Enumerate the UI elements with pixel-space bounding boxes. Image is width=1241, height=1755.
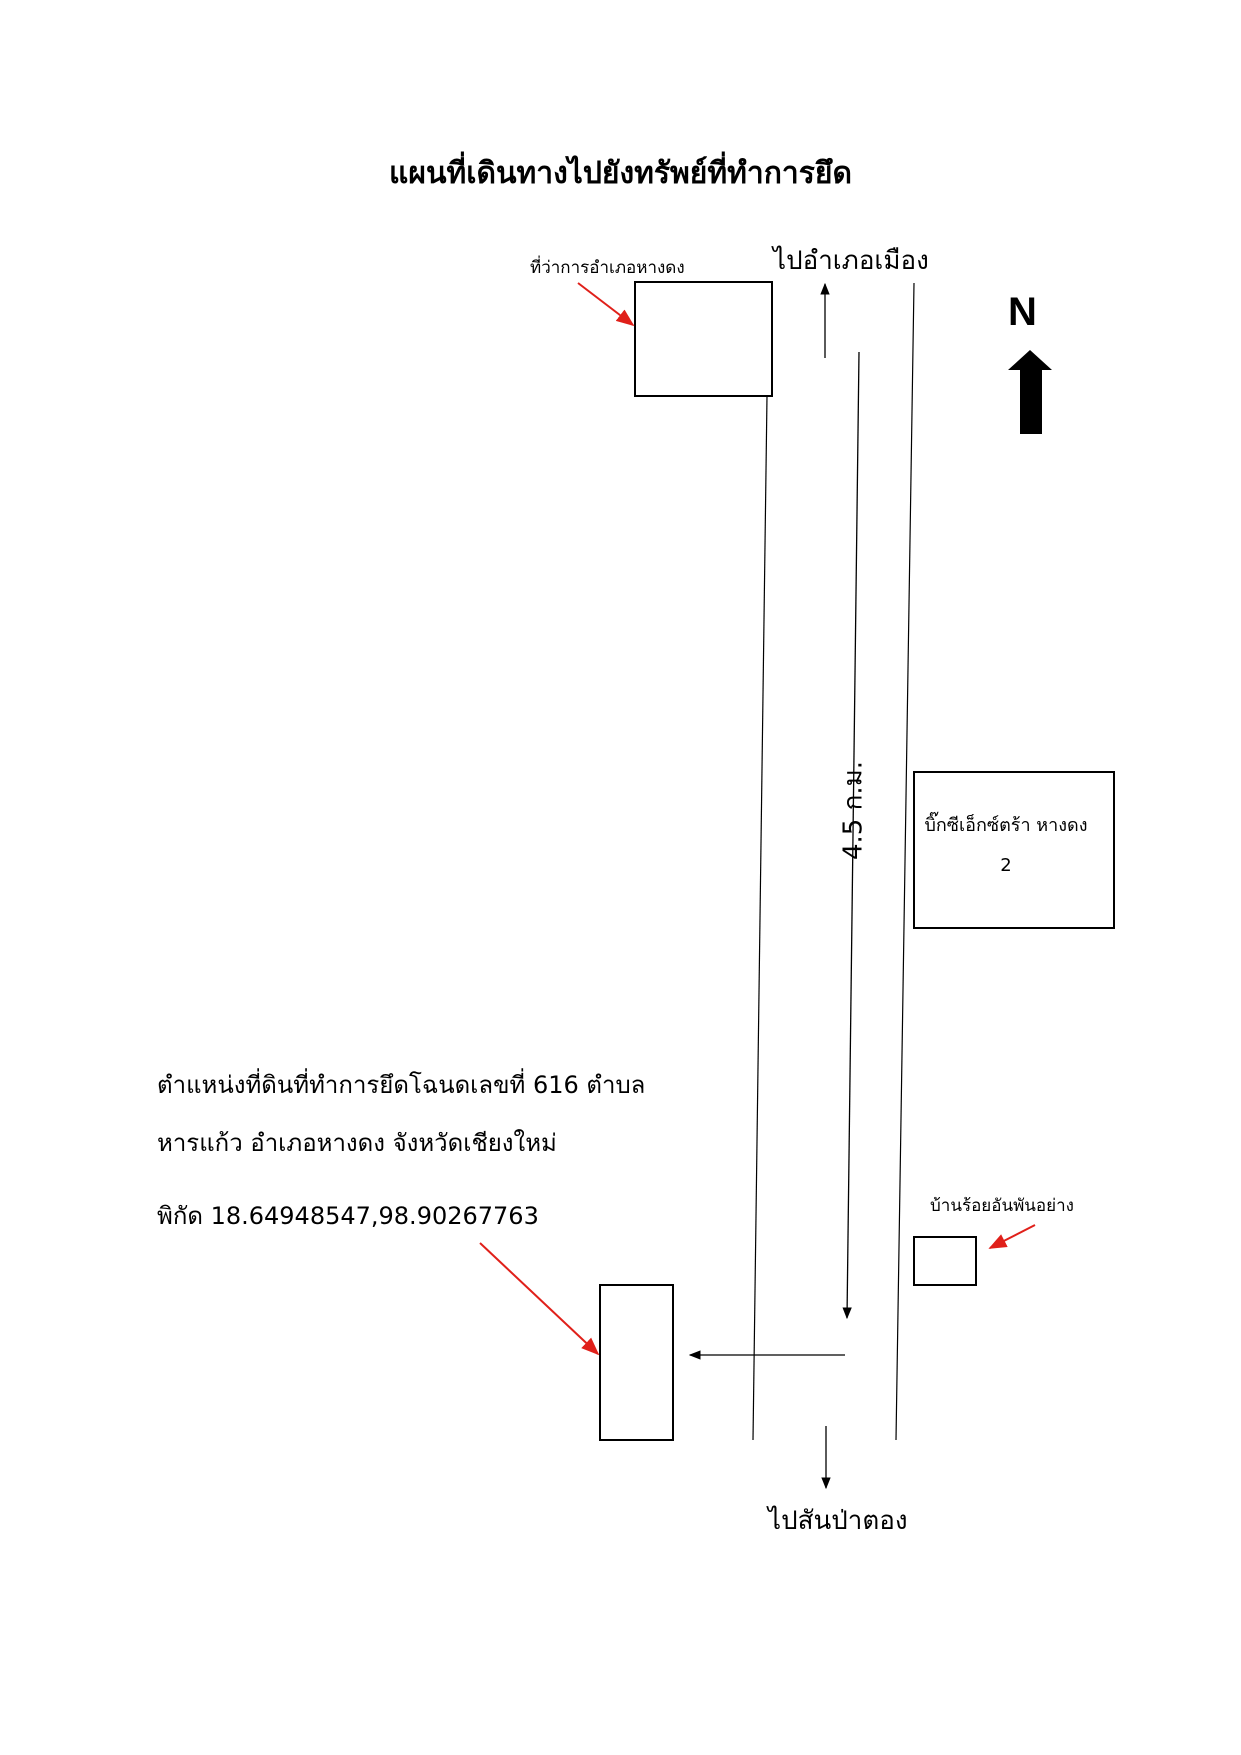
bigc-box: [913, 771, 1115, 929]
bigc-label: บิ๊กซีเอ็กซ์ตร้า หางดง 2: [906, 806, 1106, 886]
road-right-edge: [895, 282, 915, 1441]
description-line2: หารแก้ว อำเภอหางดง จังหวัดเชียงใหม่: [157, 1129, 557, 1157]
distance-label: 4.5 ก.ม.: [838, 760, 869, 861]
village-box: [913, 1236, 977, 1286]
coordinates-text: พิกัด 18.64948547,98.90267763: [157, 1202, 539, 1230]
pointer-village: [988, 1224, 1036, 1249]
north-label: N: [1008, 290, 1037, 334]
pointer-district-office: [577, 282, 635, 327]
pointer-seized-land: [479, 1242, 600, 1356]
bigc-label-line2: 2: [1000, 855, 1012, 876]
label-village: บ้านร้อยอันพันอย่าง: [930, 1196, 1074, 1216]
road-left-edge: [752, 395, 768, 1441]
distance-arrow: [842, 351, 860, 1320]
label-to-sanpatong: ไปสันป่าตอง: [768, 1506, 908, 1536]
page-title: แผนที่เดินทางไปยังทรัพย์ที่ทำการยึด: [389, 156, 852, 191]
label-to-city: ไปอำเภอเมือง: [773, 246, 929, 276]
label-district-office: ที่ว่าการอำเภอหางดง: [530, 258, 685, 278]
bigc-label-line1: บิ๊กซีเอ็กซ์ตร้า หางดง: [924, 815, 1088, 836]
description-line1: ตำแหน่งที่ดินที่ทำการยึดโฉนดเลขที่ 616 ต…: [157, 1071, 646, 1099]
north-arrow-icon: [1008, 350, 1052, 434]
district-office-box: [634, 281, 773, 397]
seized-land-box: [599, 1284, 674, 1441]
